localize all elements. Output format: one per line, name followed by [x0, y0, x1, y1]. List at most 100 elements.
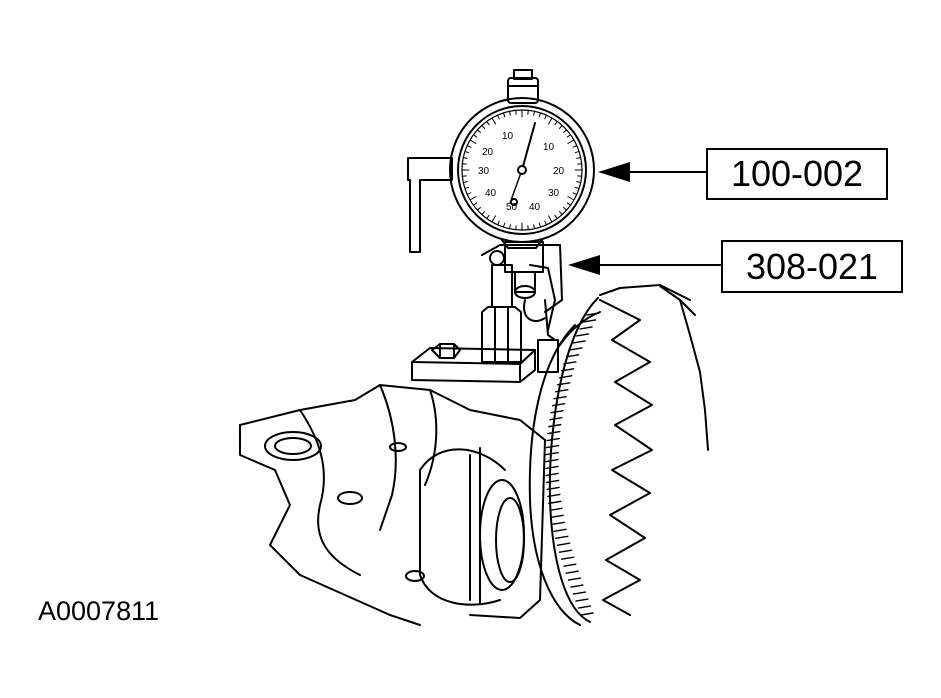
ring-tooth — [565, 570, 579, 574]
ring-tooth — [570, 584, 584, 588]
ring-tooth — [545, 465, 559, 470]
differential-housing — [239, 384, 546, 626]
magnetic-base — [411, 264, 536, 383]
dial-tick — [566, 134, 572, 138]
ring-tooth — [577, 605, 592, 609]
dial-tick — [469, 139, 477, 144]
dial-inner-number: 20 — [482, 147, 494, 158]
dial-tick — [464, 150, 470, 154]
callout-label-308-021: 308-021 — [721, 240, 903, 293]
figure-id: A0007811 — [38, 596, 160, 626]
dial-tick — [502, 112, 506, 118]
ring-tooth — [545, 444, 560, 449]
callout-text: 308-021 — [745, 245, 879, 287]
dial-outer-number: 10 — [543, 142, 555, 153]
ring-tooth — [547, 430, 561, 435]
ring-tooth — [575, 333, 590, 337]
dial-tick — [481, 211, 486, 216]
ring-tooth — [549, 507, 563, 512]
dial-tick — [574, 186, 580, 190]
ring-tooth — [575, 598, 589, 602]
ring-tooth — [548, 423, 562, 428]
ring-tooth — [551, 402, 566, 407]
dial-tick — [497, 114, 500, 120]
ring-tooth — [569, 347, 583, 351]
leader-arrows — [597, 171, 722, 266]
ring-tooth — [563, 563, 577, 567]
arrowhead-308-021 — [568, 255, 600, 275]
ring-gear-fine-teeth — [545, 312, 600, 616]
dial-tick — [558, 211, 563, 216]
dial-tick-marks — [461, 109, 583, 231]
dial-tick — [509, 110, 511, 116]
dial-inner-number: 50 — [506, 202, 518, 213]
ring-tooth — [550, 409, 564, 414]
dial-tick — [567, 139, 575, 144]
dial-tick — [563, 129, 568, 134]
ring-tooth — [572, 591, 587, 595]
ring-tooth — [547, 493, 561, 498]
ring-tooth — [555, 535, 569, 539]
ring-tooth — [558, 375, 573, 379]
ring-tooth — [546, 486, 560, 491]
ring-gear — [528, 284, 709, 626]
ring-tooth — [560, 368, 575, 372]
ring-tooth — [567, 577, 582, 581]
dial-tick — [574, 150, 580, 154]
dial-tick — [462, 157, 468, 159]
ring-tooth — [553, 396, 567, 400]
dial-inner-number: 40 — [485, 188, 497, 199]
dial-tick — [567, 196, 575, 201]
ring-tooth — [558, 549, 573, 553]
dial-tick — [548, 117, 553, 125]
dial-tick — [502, 222, 506, 228]
dial-tick — [554, 120, 558, 126]
ring-tooth — [565, 354, 580, 358]
ring-tooth — [572, 340, 586, 344]
dial-tick — [538, 112, 542, 118]
dial-tick — [554, 214, 558, 220]
dial-tick — [469, 196, 477, 201]
dial-tick — [558, 124, 563, 129]
ring-tooth — [582, 319, 597, 323]
pinion-carrier — [419, 447, 525, 606]
ring-tooth — [545, 451, 559, 456]
dial-indicator — [407, 69, 595, 253]
dial-tick — [533, 224, 535, 230]
ring-tooth — [555, 389, 569, 393]
dial-inner-number: 30 — [478, 166, 490, 177]
dial-tick — [486, 120, 490, 126]
dial-outer-number: 20 — [553, 166, 565, 177]
ring-tooth — [549, 416, 563, 421]
indicator-clamp — [481, 241, 563, 373]
dial-tick — [533, 110, 535, 116]
dial-tick — [576, 157, 582, 159]
ring-tooth — [548, 500, 562, 505]
ring-tooth — [560, 556, 575, 560]
dial-tick — [462, 181, 468, 183]
dial-tick — [572, 145, 578, 148]
dial-tick — [576, 181, 582, 183]
dial-tick — [466, 145, 472, 148]
dial-tick — [472, 134, 478, 138]
dial-inner-number: 10 — [502, 131, 514, 142]
ring-tooth — [546, 437, 560, 442]
dial-tick — [476, 129, 481, 134]
dial-tick — [509, 224, 511, 230]
dial-tick — [548, 215, 553, 223]
ring-tooth — [545, 479, 560, 484]
arrowhead-100-002 — [598, 162, 630, 182]
dial-tick — [491, 215, 496, 223]
dial-tick — [497, 220, 500, 226]
dial-outer-number: 40 — [529, 202, 541, 213]
dial-outer-number: 30 — [548, 188, 560, 199]
dial-tick — [544, 220, 547, 226]
ring-tooth — [556, 382, 571, 386]
dial-tick — [491, 117, 496, 125]
dial-tick — [572, 192, 578, 195]
dial-tick — [566, 202, 572, 206]
callout-text: 100-002 — [730, 153, 864, 194]
dial-tick — [466, 192, 472, 195]
ring-tooth — [563, 361, 577, 365]
